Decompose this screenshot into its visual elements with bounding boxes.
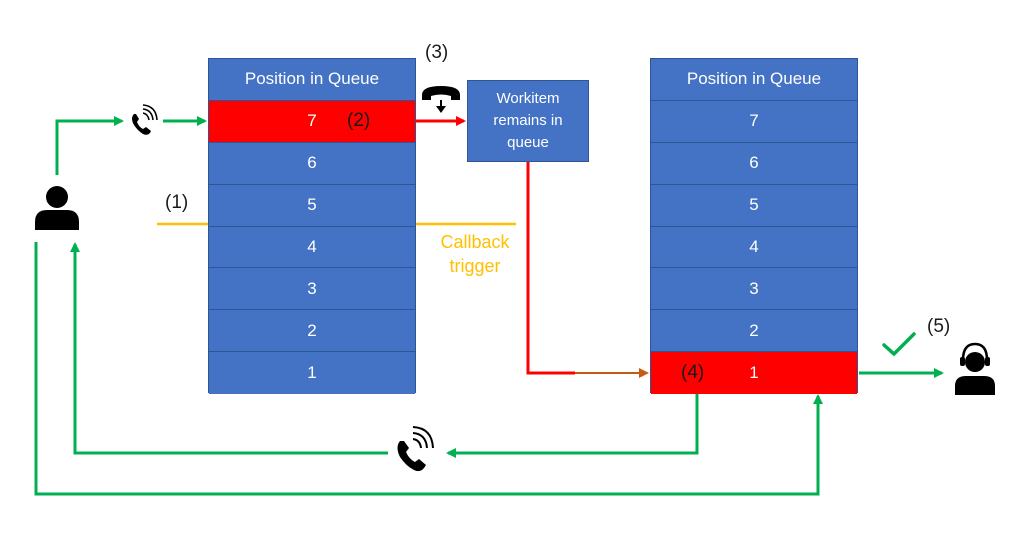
step-3-label: (3) bbox=[425, 42, 449, 63]
queue-left: Position in Queue 7 (2) 6 5 4 3 2 1 bbox=[208, 58, 416, 394]
queue-left-header: Position in Queue bbox=[209, 59, 415, 101]
queue-right-position-5: 5 bbox=[651, 184, 857, 227]
callback-phone-icon bbox=[397, 426, 434, 472]
queue-left-position-1: 1 bbox=[209, 352, 415, 394]
step-4-label: (4) bbox=[681, 362, 705, 384]
queue-right-position-6: 6 bbox=[651, 142, 857, 185]
queue-left-position-6: 6 bbox=[209, 142, 415, 185]
queue-right-position-1: (4) 1 bbox=[651, 352, 857, 394]
hangup-phone-icon bbox=[422, 86, 460, 113]
queue-right-position-4: 4 bbox=[651, 226, 857, 269]
step-2-label: (2) bbox=[347, 110, 371, 132]
ringing-phone-icon bbox=[132, 104, 158, 135]
workitem-to-queue-line bbox=[526, 162, 575, 375]
queue-right-position-7: 7 bbox=[651, 100, 857, 143]
queue-right-position-3: 3 bbox=[651, 268, 857, 311]
caller-to-phone-line bbox=[55, 116, 124, 175]
workitem-box: Workitem remains in queue bbox=[467, 80, 589, 162]
queue-right: Position in Queue 7 6 5 4 3 2 (4) 1 bbox=[650, 58, 858, 394]
queue-to-callback-phone-line bbox=[446, 393, 699, 458]
queue-left-position-3: 3 bbox=[209, 268, 415, 311]
queue-left-position-4: 4 bbox=[209, 226, 415, 269]
queue-left-position-7: 7 (2) bbox=[209, 100, 415, 143]
agent-headset-icon bbox=[955, 342, 995, 395]
callback-phone-to-caller-line bbox=[70, 242, 388, 455]
queue-left-position-2: 2 bbox=[209, 310, 415, 353]
step-5-label: (5) bbox=[927, 316, 951, 337]
caller-person-icon bbox=[35, 186, 79, 230]
queue-position-value: 1 bbox=[749, 363, 759, 383]
queue-right-header: Position in Queue bbox=[651, 59, 857, 101]
caller-to-agent-connect-line bbox=[34, 242, 823, 496]
queue-position-value: 7 bbox=[307, 111, 317, 131]
queue-right-position-2: 2 bbox=[651, 310, 857, 353]
callback-trigger-label: Callback trigger bbox=[440, 232, 510, 276]
step-1-label: (1) bbox=[165, 192, 189, 213]
checkmark-icon bbox=[882, 332, 916, 357]
queue-left-position-5: 5 bbox=[209, 184, 415, 227]
workitem-text: Workitem remains in queue bbox=[493, 90, 563, 151]
